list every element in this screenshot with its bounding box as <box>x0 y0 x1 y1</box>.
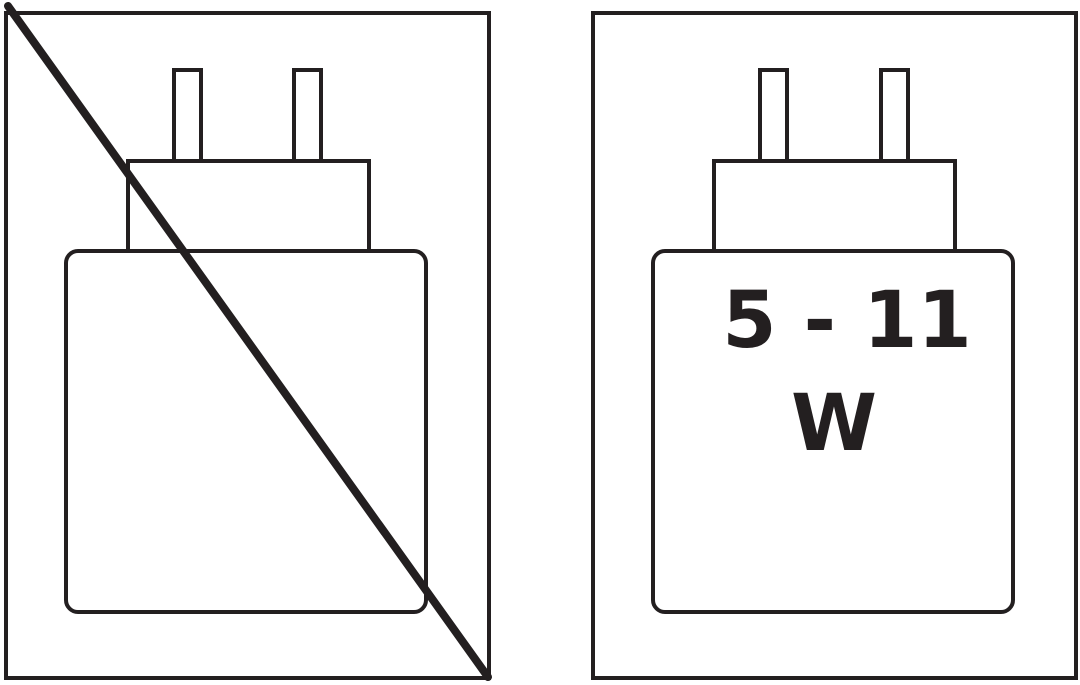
plug-neck-right <box>712 159 957 253</box>
prohibition-slash <box>4 2 492 681</box>
panel-not-allowed <box>4 2 492 681</box>
charger-body-left <box>64 249 428 614</box>
plug-neck-left <box>126 159 371 253</box>
charger-icon-right <box>651 68 1015 614</box>
wattage-range-label: 5 - 11 <box>722 276 972 366</box>
plug-prong-right-2 <box>879 68 910 163</box>
plug-prong-right-1 <box>758 68 789 163</box>
wattage-unit-label: W <box>791 379 877 469</box>
plug-prong-left-2 <box>292 68 323 163</box>
panel-frame-left <box>4 11 491 680</box>
charger-icon-left <box>64 68 428 614</box>
panel-frame-right <box>591 11 1078 680</box>
charger-body-right <box>651 249 1015 614</box>
plug-prong-left-1 <box>172 68 203 163</box>
panel-allowed: 5 - 11 W <box>591 11 1078 680</box>
